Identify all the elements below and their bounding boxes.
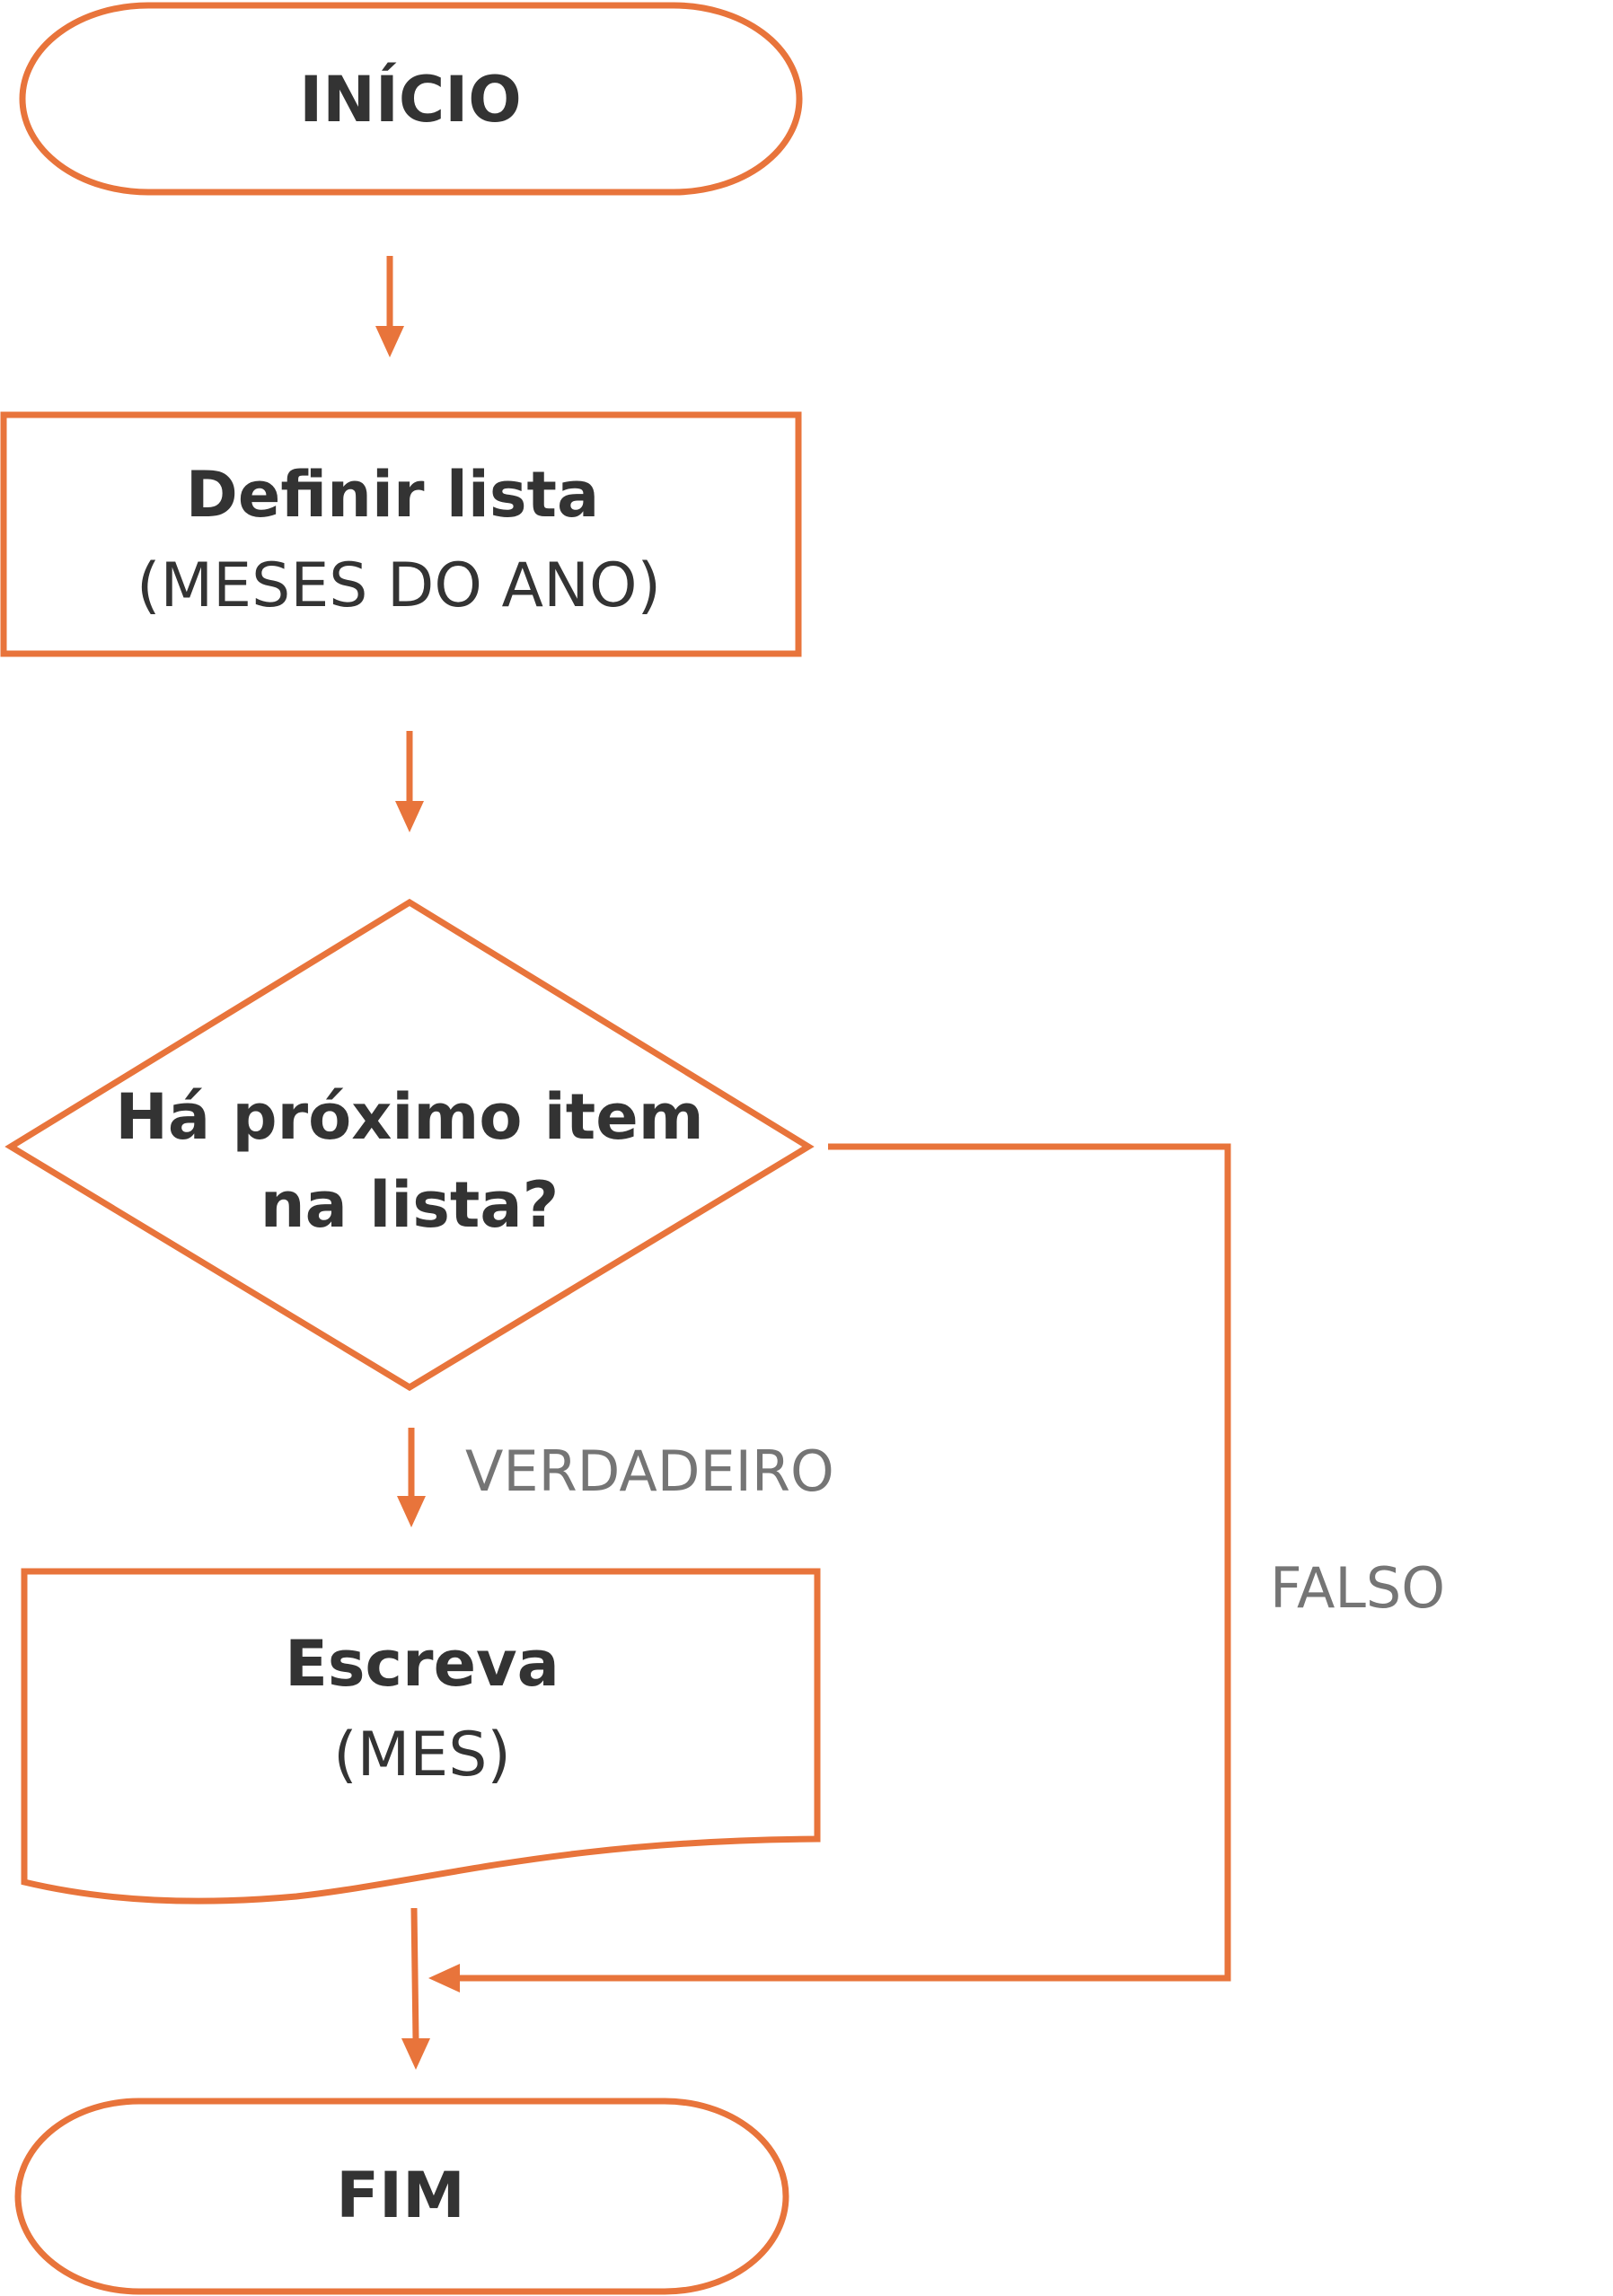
decision-diamond-shape bbox=[4, 898, 815, 1392]
arrow-false-branch bbox=[428, 1143, 1231, 1993]
start-terminator-shape bbox=[19, 2, 803, 196]
start-node: INÍCIO bbox=[19, 2, 803, 196]
output-document-shape bbox=[21, 1568, 821, 1905]
define-list-subtitle: (MESES DO ANO) bbox=[137, 550, 661, 621]
false-branch-label: FALSO bbox=[1270, 1555, 1445, 1621]
end-node: FIM bbox=[14, 2098, 789, 2295]
arrow-output-to-end bbox=[401, 1907, 430, 2070]
define-list-shape bbox=[0, 411, 802, 657]
define-list-node: Definir lista (MESES DO ANO) bbox=[0, 411, 802, 657]
end-label: FIM bbox=[336, 2159, 465, 2232]
decision-node: Há próximo item na lista? bbox=[4, 898, 815, 1392]
decision-line-2: na lista? bbox=[260, 1168, 559, 1242]
arrow-start-to-define bbox=[375, 256, 404, 357]
true-branch-label: VERDADEIRO bbox=[465, 1438, 834, 1504]
output-node: Escreva (MES) bbox=[21, 1568, 821, 1905]
output-title: Escreva bbox=[285, 1627, 560, 1701]
decision-line-1: Há próximo item bbox=[115, 1080, 703, 1154]
output-subtitle: (MES) bbox=[333, 1720, 511, 1790]
define-list-title: Definir lista bbox=[186, 458, 600, 532]
start-label: INÍCIO bbox=[299, 63, 522, 136]
arrow-define-to-decision bbox=[395, 731, 424, 832]
arrow-true-branch bbox=[397, 1428, 426, 1527]
end-terminator-shape bbox=[14, 2098, 789, 2295]
